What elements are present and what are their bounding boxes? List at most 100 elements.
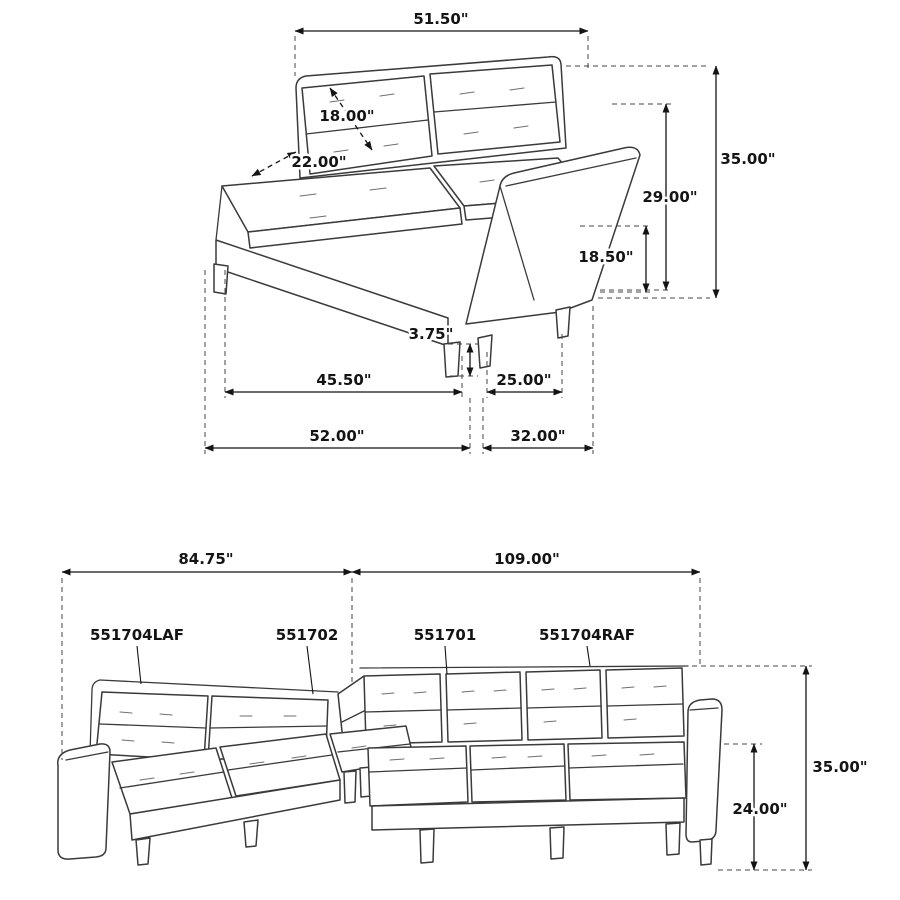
dim-overall-depth: 32.00" xyxy=(482,306,594,454)
right-back-cushion-1-crease xyxy=(364,709,442,713)
right-arm-top-edge xyxy=(689,707,719,711)
leg-front-inner xyxy=(477,334,493,369)
dim-back-cushion: 18.00" xyxy=(317,87,377,151)
corner-leg-1 xyxy=(343,770,357,804)
right-arm-leg xyxy=(699,838,713,866)
dim-label-left-total-width: 84.75" xyxy=(178,550,233,568)
right-back-cushion-2-crease xyxy=(446,707,522,711)
dim-label-overall-height: 35.00" xyxy=(720,150,775,168)
right-arm xyxy=(685,698,723,843)
part-label-raf: 551704RAF xyxy=(539,626,635,644)
extension-line xyxy=(600,103,672,291)
left-seat-2-crease xyxy=(227,754,333,771)
right-back-cushion-3-crease xyxy=(526,705,602,709)
left-back-outer-edge xyxy=(89,679,101,755)
right-seat-2-crease xyxy=(470,765,566,771)
left-end-edge xyxy=(215,185,223,241)
left-leg-2 xyxy=(243,819,259,848)
left-seat-1-crease xyxy=(119,771,225,789)
right-base-rail xyxy=(371,797,685,831)
dim-label-arm-depth: 25.00" xyxy=(496,371,551,389)
back-cushion-right-crease xyxy=(433,101,557,113)
right-back-cushion-1 xyxy=(363,673,443,745)
right-seat-cushion-2 xyxy=(469,743,567,803)
right-arm-top-edge xyxy=(505,157,637,187)
label-leader-armless xyxy=(444,645,448,675)
extension-line xyxy=(61,578,353,760)
dim-arm-depth: 25.00" xyxy=(486,334,563,398)
right-back-cushion-4-crease xyxy=(606,703,684,707)
dim-seat-depth: 22.00" xyxy=(251,151,349,177)
right-seat-3-crease xyxy=(568,763,684,769)
right-arm xyxy=(465,146,641,325)
dim-label-seat-width: 45.50" xyxy=(316,371,371,389)
leg-arm-front xyxy=(555,306,571,339)
dim-label-back-cushion: 18.00" xyxy=(319,107,374,125)
tuft-marks-sectional-back xyxy=(119,685,667,744)
right-leg-2 xyxy=(549,826,565,860)
right-seat-cushion-3 xyxy=(567,741,687,801)
dim-label-overall-width: 52.00" xyxy=(309,427,364,445)
part-label-armless: 551701 xyxy=(414,626,477,644)
dim-label-right-total-width: 109.00" xyxy=(494,550,560,568)
left-back-cushion-2-crease xyxy=(209,725,328,729)
left-arm xyxy=(57,743,111,860)
dim-seat-height: 18.50" xyxy=(576,225,652,293)
extension-line xyxy=(294,36,589,76)
dim-label-sectional-arm-height: 24.00" xyxy=(732,800,787,818)
dim-label-seat-height: 18.50" xyxy=(578,248,633,266)
bottom-sectional-diagram: 551704LAF 551702 551701 551704RAF 84.75"… xyxy=(57,548,870,871)
tuft-marks-sectional-seats xyxy=(139,745,655,781)
dim-label-back-width: 51.50" xyxy=(413,10,468,28)
left-arm-top-edge xyxy=(65,751,109,761)
seat-cushion-left-front xyxy=(247,207,463,249)
dim-left-total-width: 84.75" xyxy=(61,548,353,760)
dimension-line xyxy=(329,87,373,151)
extension-line xyxy=(224,270,463,398)
left-base-rail xyxy=(129,779,341,841)
dim-label-overall-depth: 32.00" xyxy=(510,427,565,445)
bottom-dimension-annotations: 84.75" 109.00" 35.00" 24.00" xyxy=(61,548,870,871)
dim-sectional-overall-height: 35.00" xyxy=(692,665,870,871)
leg-front-middle xyxy=(443,341,461,378)
left-back-cushion-1-crease xyxy=(99,723,207,729)
dim-label-seat-depth: 22.00" xyxy=(291,153,346,171)
top-dimension-annotations: 51.50" 18.00" 22.00" 35.00" 29 xyxy=(204,8,778,454)
top-loveseat-diagram: 51.50" 18.00" 22.00" 35.00" 29 xyxy=(204,8,778,454)
dim-back-height: 29.00" xyxy=(600,103,700,291)
dim-label-back-height: 29.00" xyxy=(642,188,697,206)
label-leader-laf xyxy=(136,645,142,685)
dim-back-width: 51.50" xyxy=(294,8,589,76)
right-seat-cushion-1 xyxy=(367,745,469,807)
label-leader-corner xyxy=(306,645,314,695)
label-leader-raf xyxy=(586,645,591,667)
right-arm-inner-edge xyxy=(499,185,535,301)
left-leg-1 xyxy=(135,837,151,866)
dim-overall-height: 35.00" xyxy=(566,65,778,299)
corner-back-crease xyxy=(341,709,367,723)
dim-label-leg-height: 3.75" xyxy=(409,325,454,343)
extension-line xyxy=(566,65,710,299)
right-leg-3 xyxy=(665,822,681,856)
dim-sectional-arm-height: 24.00" xyxy=(724,743,790,871)
part-label-laf: 551704LAF xyxy=(90,626,184,644)
sectional-illustration xyxy=(57,665,723,866)
dimension-line xyxy=(251,151,297,177)
right-back-cushion-2 xyxy=(445,671,523,743)
right-seat-1-crease xyxy=(368,767,468,773)
right-back-cushion-3 xyxy=(525,669,603,741)
extension-line xyxy=(580,225,652,293)
dim-leg-height: 3.75" xyxy=(406,323,478,377)
extension-line xyxy=(448,343,478,377)
tuft-marks-seat xyxy=(299,173,545,219)
right-back-top-edge xyxy=(359,665,689,669)
sectional-part-labels: 551704LAF 551702 551701 551704RAF xyxy=(87,624,638,695)
dim-right-total-width: 109.00" xyxy=(351,548,701,664)
dim-label-sectional-overall-height: 35.00" xyxy=(812,758,867,776)
right-back-cushion-4 xyxy=(605,667,685,739)
extension-line xyxy=(692,665,812,871)
left-back-top-edge xyxy=(99,679,339,693)
part-label-corner: 551702 xyxy=(276,626,339,644)
